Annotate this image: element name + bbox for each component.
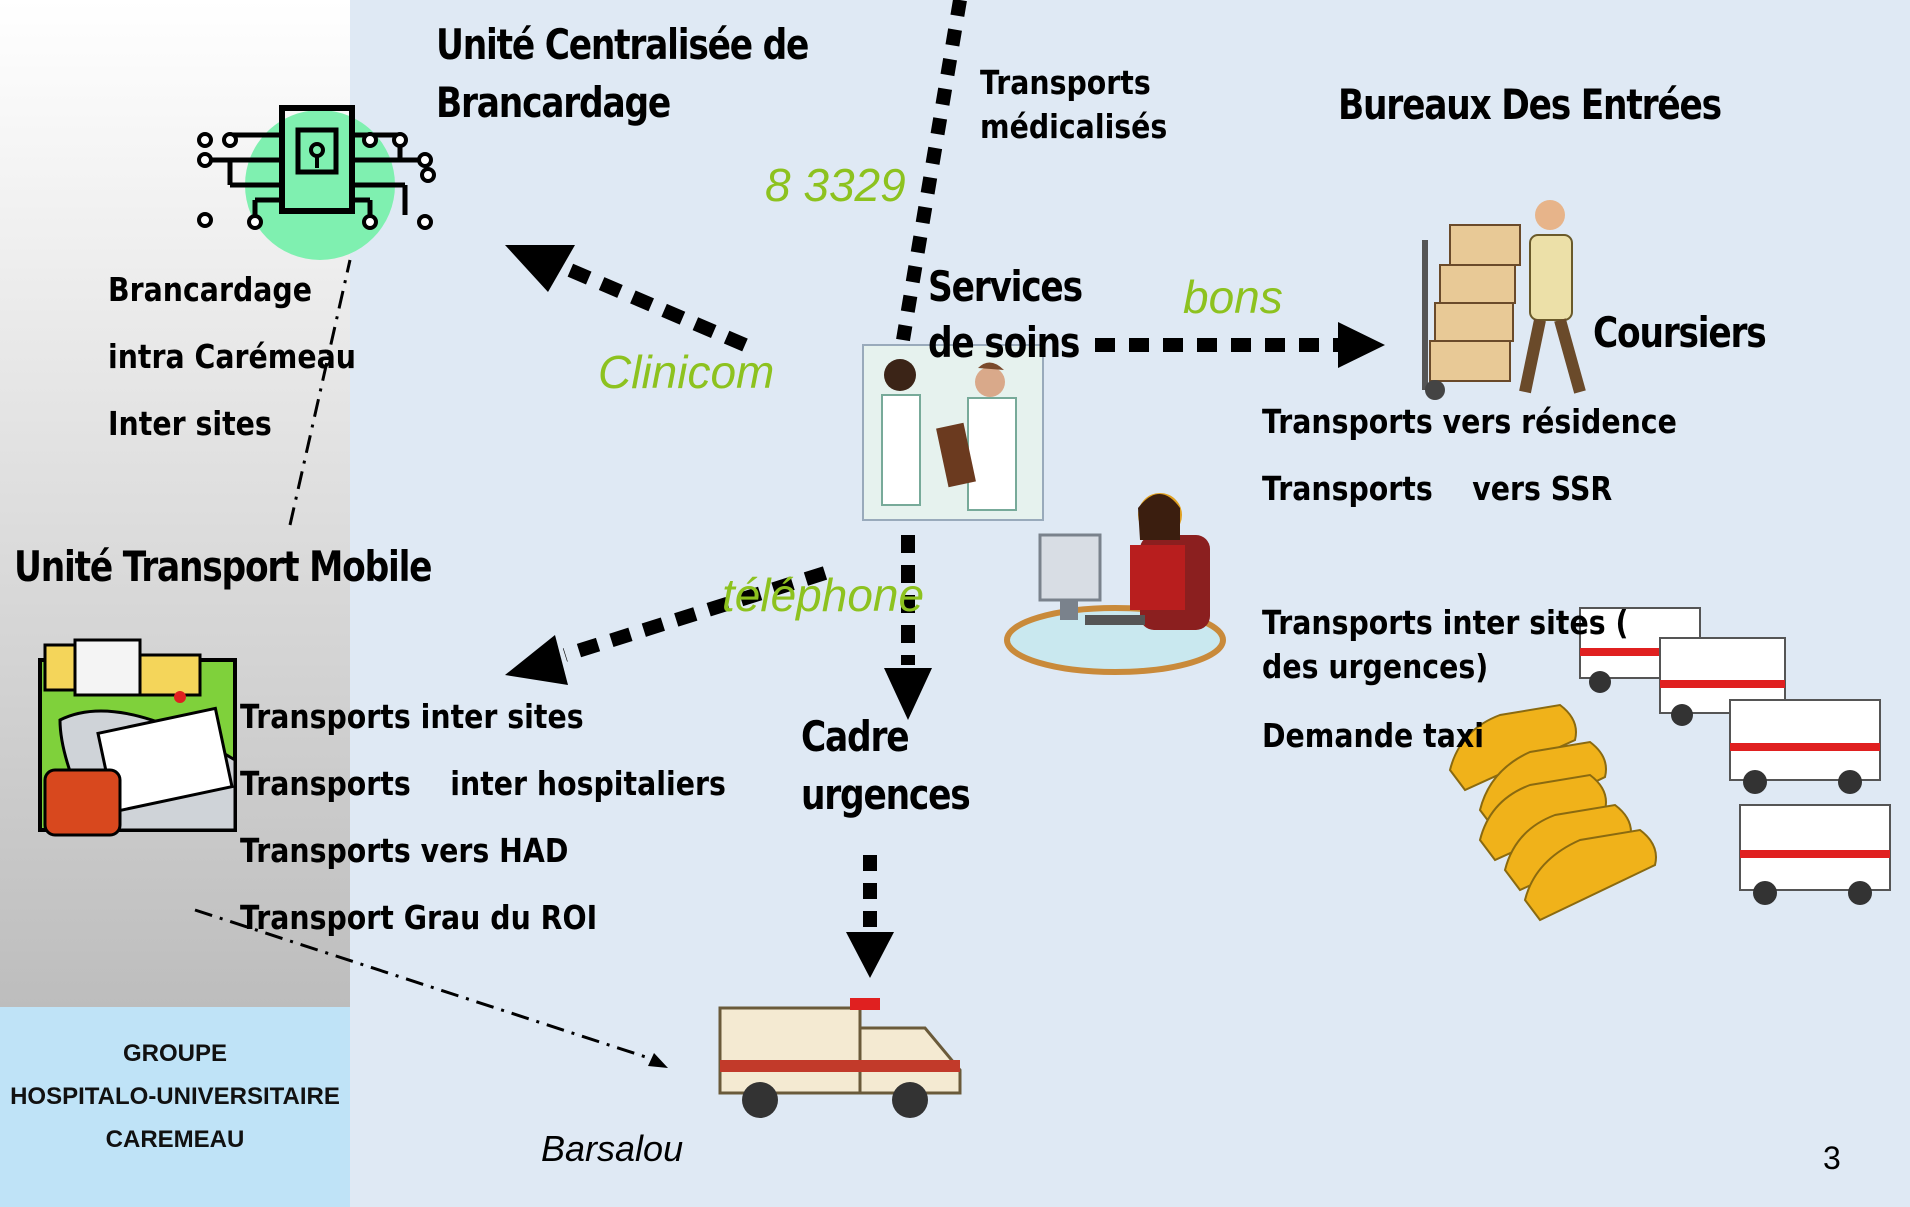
bde-item-2: Transports vers SSR xyxy=(1262,469,1613,508)
arrow-services-to-cadre xyxy=(884,535,932,720)
arrow-services-to-utm xyxy=(505,566,828,685)
urgences-item-line3: Demande taxi xyxy=(1262,716,1484,755)
circuit-board-icon xyxy=(197,105,436,260)
barsalou-label: Barsalou xyxy=(541,1128,684,1169)
transports-medicalises-line1: Transports xyxy=(980,63,1151,102)
telephone-label: téléphone xyxy=(722,569,925,621)
logo-line-3: CAREMEAU xyxy=(105,1126,245,1153)
urgences-item-line1: Transports inter sites ( xyxy=(1262,603,1629,642)
ucb-item-1: Brancardage xyxy=(108,270,312,309)
receptionist-illustration xyxy=(1004,493,1226,675)
utm-item-1: Transports inter sites xyxy=(240,697,584,736)
services-title-line1: Services xyxy=(928,262,1083,311)
arrow-cadre-to-ambulance xyxy=(846,855,894,978)
ucb-item-3: Inter sites xyxy=(108,404,272,443)
ucb-title-line2: Brancardage xyxy=(436,78,671,127)
clinicom-label: Clinicom xyxy=(598,346,775,398)
services-title-line2: de soins xyxy=(928,318,1080,367)
arrow-services-to-coursiers xyxy=(1095,322,1385,368)
coursiers-title: Coursiers xyxy=(1593,308,1767,357)
urgences-item-line2: des urgences) xyxy=(1262,647,1489,686)
ambulance-illustration xyxy=(718,998,962,1118)
connector-utm-barsalou xyxy=(194,908,668,1068)
bde-item-1: Transports vers résidence xyxy=(1262,402,1677,441)
utm-item-2: Transports inter hospitaliers xyxy=(240,764,726,803)
connector-utm-ucb xyxy=(288,259,352,526)
logo-line-1: GROUPE xyxy=(122,1040,227,1067)
doctors-illustration xyxy=(862,344,1044,521)
arrow-services-to-ucb xyxy=(505,245,748,352)
taxis-illustration xyxy=(1448,703,1657,922)
transports-medicalises-line2: médicalisés xyxy=(980,107,1168,146)
bureaux-title: Bureaux Des Entrées xyxy=(1338,80,1722,129)
bons-label: bons xyxy=(1183,271,1283,323)
phone-number-label: 8 3329 xyxy=(765,159,906,211)
mobile-transport-icon xyxy=(38,638,237,837)
courier-illustration xyxy=(1422,200,1586,400)
cadre-title-line1: Cadre xyxy=(801,712,910,761)
institution-logo: GROUPE HOSPITALO-UNIVERSITAIRE CAREMEAU xyxy=(0,1007,350,1207)
cadre-title-line2: urgences xyxy=(801,770,971,819)
logo-line-2: HOSPITALO-UNIVERSITAIRE xyxy=(10,1083,340,1110)
ambulances-group-illustration xyxy=(1579,607,1891,905)
ucb-title-line1: Unité Centralisée de xyxy=(436,20,809,69)
utm-item-4: Transport Grau du ROI xyxy=(240,898,598,937)
page-number: 3 xyxy=(1823,1140,1841,1176)
ucb-item-2: intra Carémeau xyxy=(108,337,356,376)
utm-title: Unité Transport Mobile xyxy=(14,542,433,591)
utm-item-3: Transports vers HAD xyxy=(240,831,569,870)
